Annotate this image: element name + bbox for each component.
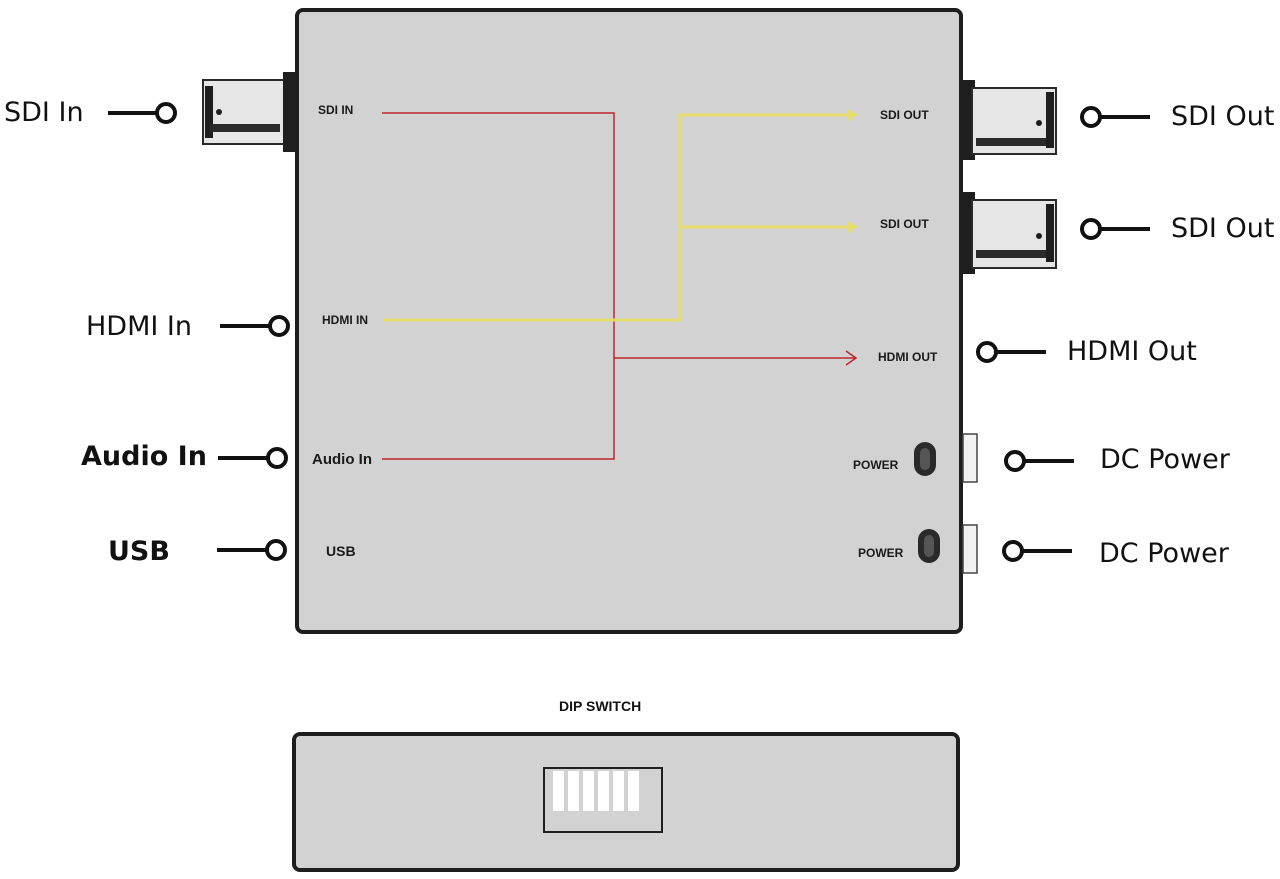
dip-switch-6: [628, 771, 639, 811]
dip-switch-5: [613, 771, 624, 811]
dc-power-jack-2: [962, 524, 978, 574]
sdi-in-label: SDI In: [4, 97, 84, 128]
hdmi-out-label: HDMI Out: [1067, 336, 1197, 367]
panel-hdmi-out-label: HDMI OUT: [878, 350, 938, 364]
red-signal-path: [382, 112, 858, 460]
dip-switch-4: [598, 771, 609, 811]
panel-sdi-out-label-2: SDI OUT: [880, 217, 929, 231]
hdmi-in-label: HDMI In: [86, 311, 193, 342]
sdi-out-connector-2: [963, 192, 1057, 274]
panel-usb-label: USB: [326, 543, 356, 559]
panel-power-label-1: POWER: [853, 458, 899, 472]
panel-sdi-in-label: SDI IN: [318, 103, 354, 117]
dc-power-pin-2: [1002, 540, 1072, 562]
power-switch-2-slot: [924, 535, 934, 557]
audio-in-pin: [218, 447, 288, 469]
power-switch-1-slot: [920, 448, 930, 470]
dc-power-pin-1: [1004, 450, 1074, 472]
dip-switch-3: [583, 771, 594, 811]
dip-switch-title: DIP SWITCH: [559, 698, 642, 714]
audio-in-label: Audio In: [81, 441, 207, 472]
sdi-out-pin-1: [1080, 106, 1150, 128]
yellow-signal-path: [384, 113, 852, 322]
sdi-in-pin: [108, 102, 177, 124]
sdi-out-label-2: SDI Out: [1171, 213, 1275, 244]
panel-sdi-out-label-1: SDI OUT: [880, 108, 929, 122]
dc-power-label-1: DC Power: [1100, 444, 1230, 475]
hdmi-in-pin: [220, 315, 290, 337]
usb-label: USB: [108, 536, 170, 567]
sdi-in-connector: [202, 72, 295, 152]
sdi-out-pin-2: [1080, 218, 1150, 240]
yellow-arrowhead-2: [848, 221, 858, 233]
panel-power-label-2: POWER: [858, 546, 904, 560]
panel-hdmi-in-label: HDMI IN: [322, 313, 368, 327]
sdi-out-label-1: SDI Out: [1171, 101, 1275, 132]
yellow-arrowhead-1: [848, 109, 858, 121]
dc-power-jack-1: [962, 433, 978, 483]
sdi-out-connector-1: [963, 80, 1057, 160]
hdmi-out-pin: [976, 341, 1046, 363]
dip-switch-toggles: [553, 771, 639, 811]
dc-power-label-2: DC Power: [1099, 538, 1229, 569]
panel-audio-in-label: Audio In: [312, 451, 372, 468]
usb-pin: [217, 539, 287, 561]
dip-switch-1: [553, 771, 564, 811]
dip-switch-2: [568, 771, 579, 811]
